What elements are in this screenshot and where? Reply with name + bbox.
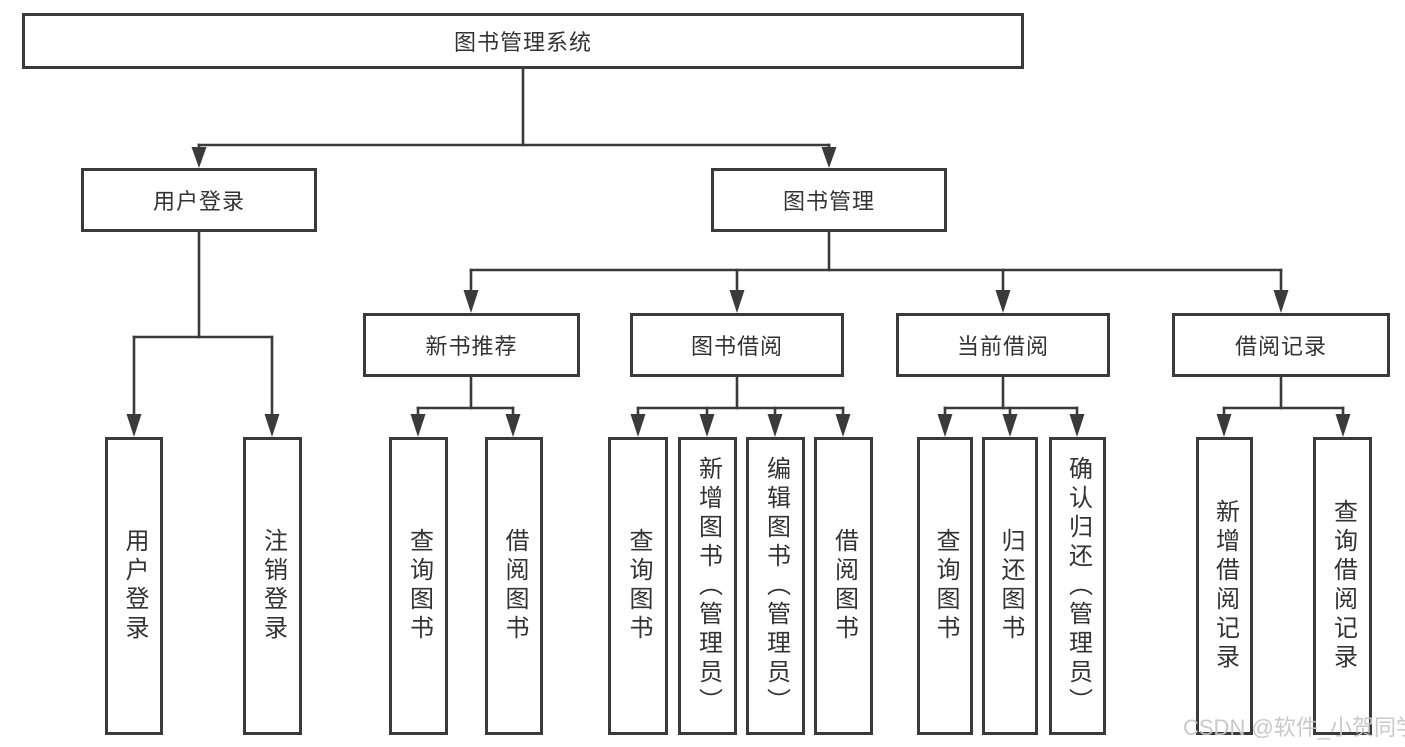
leaf-user-login-label: 用户登录 [121, 528, 148, 644]
leaf-logout-label: 注销登录 [259, 528, 287, 644]
leaf-current-return-book: 归还图书 [982, 437, 1038, 735]
leaf-current-confirm-return-admin-label: 确认归还（管理员） [1064, 455, 1092, 717]
node-book-management: 图书管理 [711, 168, 947, 232]
leaf-records-add-record-label: 新增借阅记录 [1211, 499, 1239, 673]
node-new-book-recommend-label: 新书推荐 [425, 334, 518, 359]
leaf-records-query-record: 查询借阅记录 [1313, 437, 1372, 735]
node-new-book-recommend: 新书推荐 [363, 313, 580, 377]
leaf-user-login: 用户登录 [105, 437, 163, 735]
node-user-login: 用户登录 [81, 168, 317, 232]
leaf-recommend-query-book-label: 查询图书 [405, 528, 433, 644]
leaf-recommend-query-book: 查询图书 [389, 437, 448, 735]
leaf-current-query-book-label: 查询图书 [932, 528, 959, 644]
node-borrow-records: 借阅记录 [1172, 313, 1390, 377]
leaf-current-confirm-return-admin: 确认归还（管理员） [1049, 437, 1106, 735]
leaf-borrow-edit-book-admin: 编辑图书（管理员） [746, 437, 805, 735]
leaf-borrow-borrow-book-label: 借阅图书 [830, 528, 858, 644]
node-book-management-label: 图书管理 [782, 189, 875, 214]
node-current-borrow: 当前借阅 [896, 313, 1110, 377]
leaf-recommend-borrow-book-label: 借阅图书 [501, 528, 528, 644]
leaf-current-return-book-label: 归还图书 [997, 528, 1024, 644]
leaf-borrow-borrow-book: 借阅图书 [814, 437, 873, 735]
leaf-logout: 注销登录 [243, 437, 302, 735]
node-borrow-records-label: 借阅记录 [1234, 334, 1327, 359]
leaf-records-add-record: 新增借阅记录 [1196, 437, 1253, 735]
leaf-borrow-query-book: 查询图书 [608, 437, 668, 735]
node-library-system: 图书管理系统 [22, 13, 1024, 69]
node-current-borrow-label: 当前借阅 [956, 334, 1049, 359]
leaf-borrow-edit-book-admin-label: 编辑图书（管理员） [762, 455, 790, 717]
leaf-borrow-query-book-label: 查询图书 [625, 528, 652, 644]
node-book-borrow: 图书借阅 [630, 313, 844, 377]
leaf-recommend-borrow-book: 借阅图书 [485, 437, 543, 735]
leaf-borrow-add-book-admin: 新增图书（管理员） [678, 437, 737, 735]
leaf-records-query-record-label: 查询借阅记录 [1329, 499, 1357, 673]
leaf-borrow-add-book-admin-label: 新增图书（管理员） [694, 455, 722, 717]
node-library-system-label: 图书管理系统 [453, 30, 592, 55]
csdn-watermark: CSDN @软件_小贺同学 [1183, 715, 1405, 740]
node-book-borrow-label: 图书借阅 [690, 334, 783, 359]
node-user-login-label: 用户登录 [152, 189, 245, 214]
leaf-current-query-book: 查询图书 [917, 437, 973, 735]
